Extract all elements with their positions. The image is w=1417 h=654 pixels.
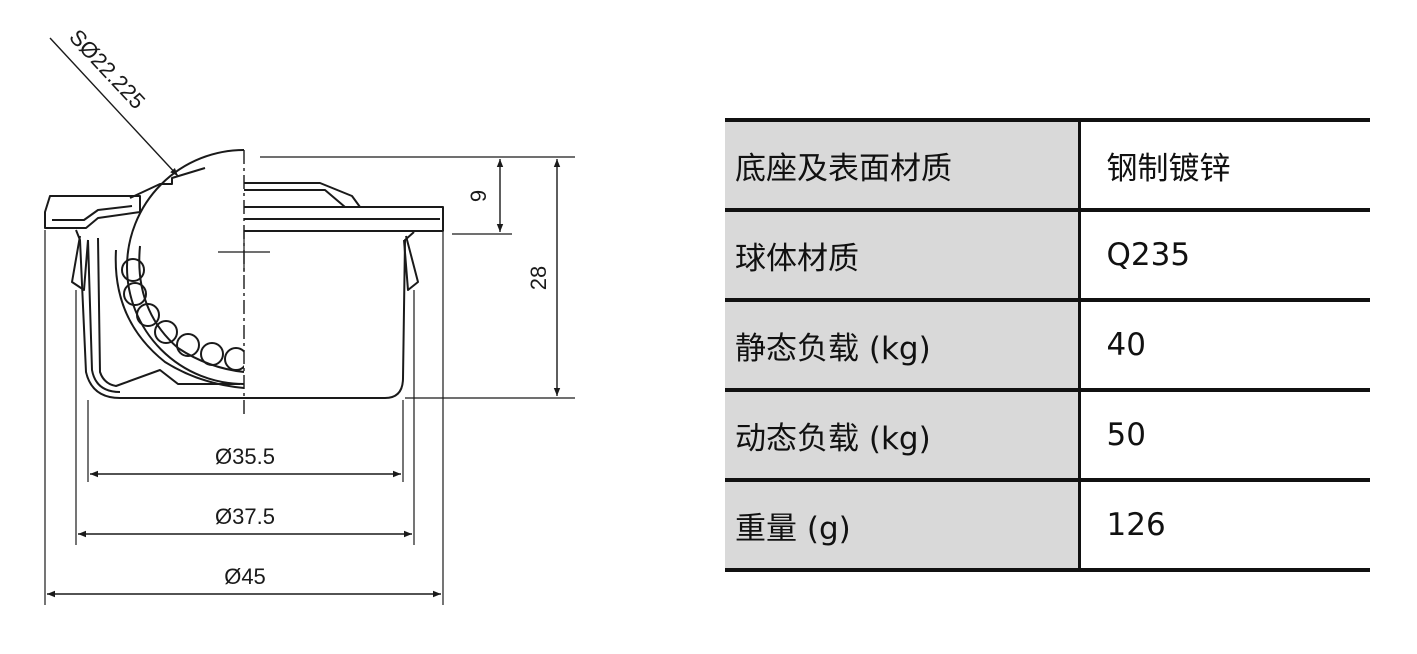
spec-label-static-load: 静态负载 (kg) bbox=[725, 300, 1081, 392]
dim-inner-text: Ø35.5 bbox=[215, 444, 275, 469]
spec-label-ball-material: 球体材质 bbox=[725, 210, 1081, 302]
dim-height-top-text: 9 bbox=[466, 190, 491, 202]
spec-label-weight: 重量 (g) bbox=[725, 480, 1081, 572]
spec-value-static-load: 40 bbox=[1079, 300, 1370, 392]
technical-drawing: SØ22.225 9 28 Ø35.5 Ø37.5 Ø45 bbox=[44, 24, 575, 605]
support-ball bbox=[224, 347, 244, 371]
support-ball bbox=[200, 342, 224, 366]
flange-left bbox=[44, 195, 141, 229]
spec-label-dynamic-load: 动态负载 (kg) bbox=[725, 390, 1081, 482]
dim-height-total-text: 28 bbox=[526, 266, 551, 290]
support-ball bbox=[121, 258, 145, 282]
main-ball bbox=[126, 149, 245, 385]
table-row: 静态负载 (kg) 40 bbox=[725, 300, 1370, 392]
dimension-lines bbox=[47, 37, 561, 598]
dim-outer-text: Ø45 bbox=[224, 564, 266, 589]
support-ball bbox=[154, 320, 178, 344]
cup-section-line bbox=[87, 239, 121, 393]
spec-table: 底座及表面材质 钢制镀锌 球体材质 Q235 静态负载 (kg) 40 动态负载… bbox=[725, 118, 1370, 572]
snap-clip-right bbox=[403, 235, 419, 291]
flange-left-inner bbox=[52, 205, 133, 221]
table-row: 重量 (g) 126 bbox=[725, 480, 1370, 572]
spec-value-dynamic-load: 50 bbox=[1079, 390, 1370, 482]
snap-clip-left bbox=[71, 235, 89, 291]
ball-transfer-unit bbox=[44, 149, 444, 399]
retainer-cap-inner bbox=[244, 189, 346, 208]
cup-inner-wall bbox=[97, 237, 240, 387]
spec-label-base-material: 底座及表面材质 bbox=[725, 120, 1081, 212]
support-balls bbox=[121, 258, 244, 371]
dim-mid-text: Ø37.5 bbox=[215, 504, 275, 529]
extension-lines bbox=[44, 156, 575, 605]
ball-race-outer bbox=[114, 249, 245, 389]
support-ball bbox=[176, 333, 200, 357]
table-row: 底座及表面材质 钢制镀锌 bbox=[725, 120, 1370, 212]
retainer-cap bbox=[129, 167, 361, 208]
table-row: 动态负载 (kg) 50 bbox=[725, 390, 1370, 482]
support-ball bbox=[136, 303, 160, 327]
spec-value-ball-material: Q235 bbox=[1079, 210, 1370, 302]
table-row: 球体材质 Q235 bbox=[725, 210, 1370, 302]
dim-sphere-leader bbox=[49, 37, 179, 177]
cup-body-outline bbox=[75, 229, 415, 399]
spec-value-base-material: 钢制镀锌 bbox=[1079, 120, 1370, 212]
support-ball bbox=[123, 282, 147, 306]
spec-value-weight: 126 bbox=[1079, 480, 1370, 572]
